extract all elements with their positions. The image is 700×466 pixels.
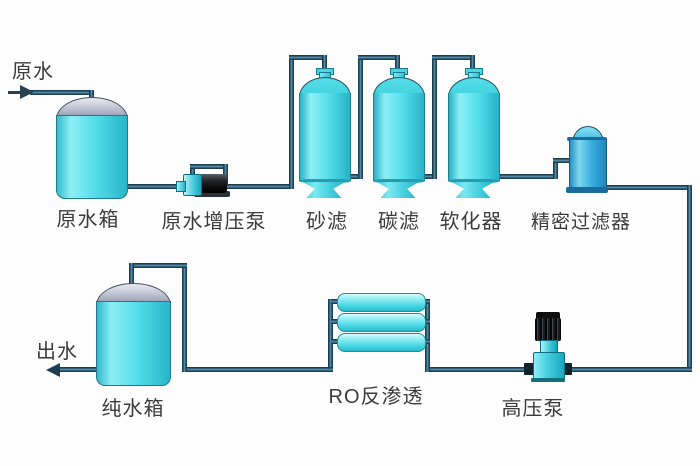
pipe-riser2-top — [358, 55, 400, 60]
sand-filter-bottom-edge — [299, 179, 351, 183]
pipe-riser3-top — [432, 55, 475, 60]
label-raw-water-inlet: 原水 — [12, 61, 54, 83]
outlet-flow-arrow-icon — [46, 363, 60, 377]
carbon-filter-bottom-edge — [373, 179, 425, 183]
pipe-sandfilter-outlet — [346, 174, 362, 179]
pipe-boosterpump-bridge — [190, 164, 228, 169]
precision-filter-body — [569, 140, 607, 188]
raw-water-tank — [56, 115, 128, 199]
pipe-carbonfilter-outlet — [420, 174, 436, 179]
label-sand-filter: 砂滤 — [306, 211, 348, 233]
booster-pump-base — [194, 191, 230, 197]
hp-pump-right-flange — [562, 363, 572, 375]
pipe-riser1-top — [289, 55, 327, 60]
pipe-riser3 — [432, 55, 437, 179]
hp-pump-body — [533, 352, 565, 381]
ro-membrane-3 — [337, 333, 426, 352]
booster-pump-motor — [198, 174, 227, 193]
label-carbon-filter: 碳滤 — [378, 211, 420, 233]
pure-water-tank — [96, 301, 171, 386]
pipe-boosterpump-stub-up — [190, 166, 195, 180]
pipe-ro-left-manifold — [328, 299, 333, 372]
label-ro-unit: RO反渗透 — [328, 386, 424, 408]
pipe-ro-stub-left-2 — [331, 319, 341, 324]
label-softener: 软化器 — [439, 211, 503, 233]
pipe-loop-top — [129, 263, 187, 268]
label-water-outlet: 出水 — [36, 341, 78, 363]
pipe-rawtank-outlet — [124, 184, 186, 189]
booster-pump-nozzle — [176, 181, 186, 192]
pipe-softener-outlet — [494, 174, 556, 179]
pipe-inlet-horizontal — [30, 90, 93, 95]
label-precision-filter: 精密过滤器 — [530, 212, 632, 233]
precision-filter-top-flange — [567, 137, 607, 141]
sand-filter-skirt — [302, 182, 346, 198]
pipe-boosterpump-to-riser1 — [226, 184, 293, 189]
pipe-riser1 — [289, 55, 294, 189]
softener-bottom-edge — [448, 179, 500, 183]
pipe-bottom-mid-bus — [184, 367, 333, 372]
pipe-outlet-horizontal — [60, 367, 98, 372]
pipe-ro-stub-left-1 — [331, 299, 341, 304]
label-high-pressure-pump: 高压泵 — [501, 398, 565, 420]
sand-filter-vessel — [299, 93, 351, 181]
pipe-precisionfilter-inlet — [553, 158, 577, 163]
softener-skirt — [451, 182, 495, 198]
label-booster-pump: 原水增压泵 — [161, 211, 267, 233]
softener-vessel — [448, 93, 500, 181]
hp-pump-motor-cap — [536, 312, 560, 319]
carbon-filter-skirt — [376, 182, 420, 198]
precision-filter-bottom-flange — [566, 187, 608, 193]
pipe-sandfilter-inlet-elbow — [322, 55, 327, 72]
pipe-inlet-arrow-tail — [8, 91, 24, 94]
pipe-right-downcomer — [687, 185, 692, 372]
ro-membrane-2 — [337, 313, 426, 332]
pipe-precisionfilter-step — [553, 158, 558, 179]
hp-pump-left-flange — [524, 363, 534, 375]
inlet-flow-arrow-icon — [20, 85, 34, 99]
pipe-riser2 — [358, 55, 363, 179]
pipe-precisionfilter-outlet — [600, 185, 691, 190]
label-raw-water-tank: 原水箱 — [56, 209, 120, 231]
ro-membrane-1 — [337, 293, 426, 312]
pipe-ro-right-manifold — [425, 299, 430, 372]
pipe-ro-stub-left-3 — [331, 339, 341, 344]
pipe-loop-riser — [182, 263, 187, 372]
label-pure-water-tank: 纯水箱 — [101, 398, 165, 420]
carbon-filter-vessel — [373, 93, 425, 181]
pipe-carbonfilter-inlet-elbow — [395, 55, 400, 72]
hp-pump-motor — [535, 318, 561, 341]
pipe-softener-inlet-elbow — [470, 55, 475, 72]
hp-pump-base — [531, 378, 565, 382]
pipe-puretank-inlet — [129, 263, 134, 289]
